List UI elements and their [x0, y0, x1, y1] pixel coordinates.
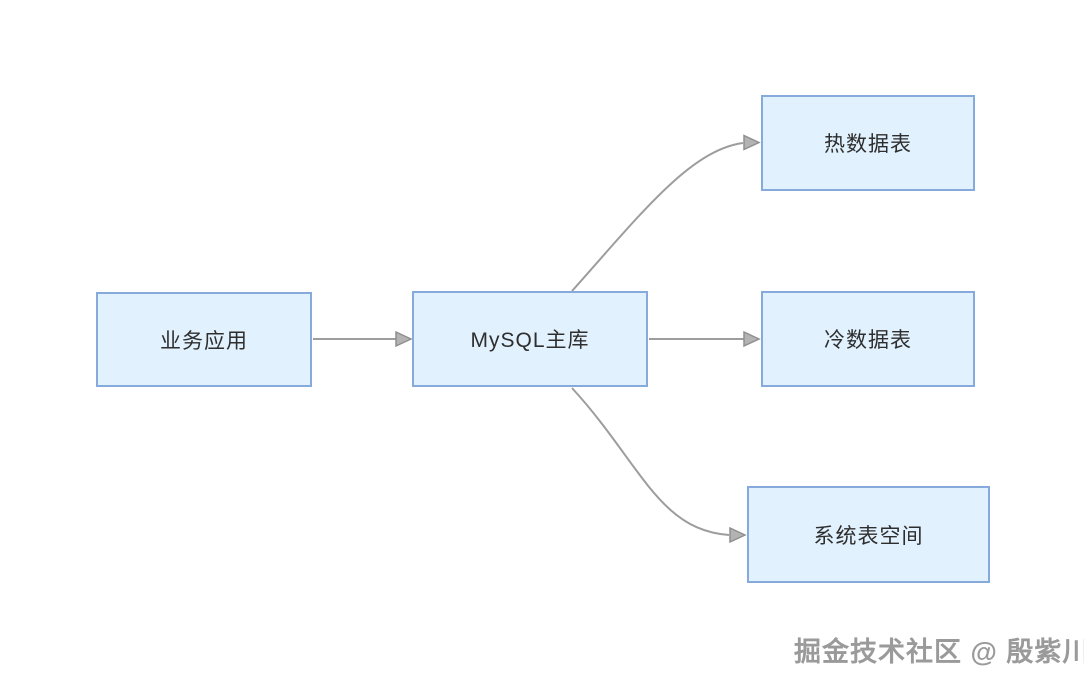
node-system-tablespace: 系统表空间	[747, 486, 990, 583]
watermark-text: 掘金技术社区 @ 殷紫川	[794, 637, 1084, 667]
node-mysql-primary: MySQL主库	[412, 291, 648, 387]
node-hot-data-table: 热数据表	[761, 95, 975, 191]
node-cold-data-table-label: 冷数据表	[824, 329, 912, 352]
edge-mysql-to-cold-table	[649, 330, 761, 348]
node-business-app-label: 业务应用	[160, 329, 248, 353]
node-mysql-primary-label: MySQL主库	[470, 329, 590, 352]
node-hot-data-table-label: 热数据表	[824, 133, 912, 156]
node-cold-data-table: 冷数据表	[761, 291, 975, 387]
node-business-app: 业务应用	[96, 292, 312, 387]
edge-mysql-to-system-tablespace	[571, 387, 747, 544]
node-system-tablespace-label: 系统表空间	[813, 524, 924, 548]
edge-business-app-to-mysql	[313, 330, 413, 348]
edge-mysql-to-hot-table	[571, 134, 761, 292]
